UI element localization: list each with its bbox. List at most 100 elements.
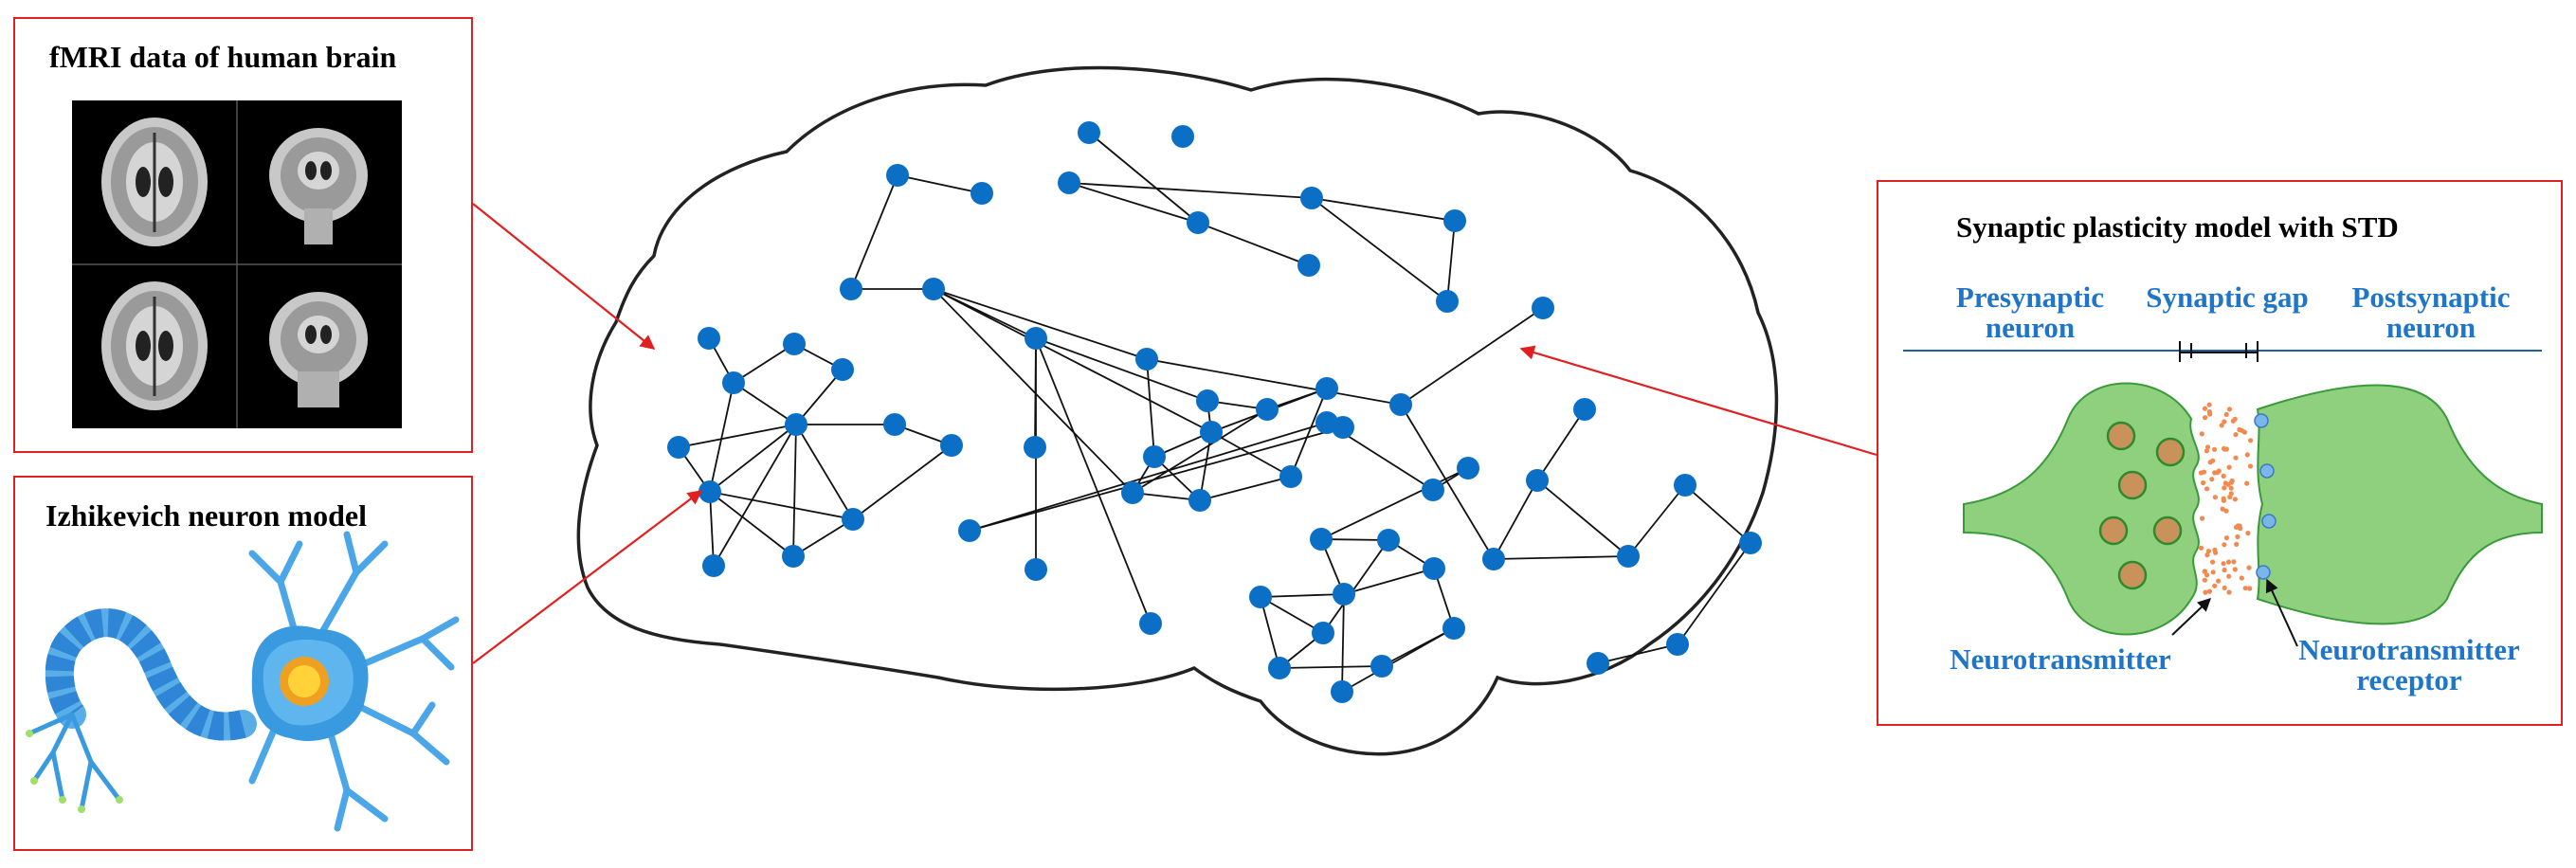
neurotransmitter-dot: [2204, 486, 2210, 492]
network-node: [1200, 421, 1223, 443]
network-edge: [1199, 476, 1292, 501]
network-node: [1256, 398, 1279, 421]
network-edge: [1260, 596, 1280, 669]
neurotransmitter-dot: [2221, 561, 2226, 567]
network-edge: [709, 491, 854, 520]
neurotransmitter-dot: [2207, 460, 2213, 465]
network-edge: [678, 424, 797, 448]
neurotransmitter-dot: [2222, 446, 2228, 452]
network-edge: [795, 369, 844, 425]
neurotransmitter-dot: [2247, 463, 2254, 469]
network-node: [1457, 457, 1479, 479]
neurotransmitter-dot: [2222, 419, 2227, 425]
axial-slice-bottom: [101, 281, 208, 410]
neurotransmitter-dot: [2225, 481, 2231, 487]
neurotransmitter-dot: [2223, 508, 2229, 514]
neurotransmitter-dot: [2235, 533, 2240, 540]
neurotransmitter-dot: [2223, 411, 2229, 417]
network-node: [831, 358, 854, 381]
synaptic-gap-label: Synaptic gap: [2146, 280, 2309, 314]
network-edge: [1536, 408, 1586, 481]
network-node: [1315, 377, 1338, 400]
neurotransmitter-dot: [2229, 478, 2235, 483]
neurotransmitter-dot: [2199, 431, 2204, 437]
network-node: [1526, 469, 1549, 492]
network-edge: [1400, 307, 1544, 406]
neurotransmitter-dot: [2205, 549, 2211, 554]
fmri-panel: fMRI data of human brain: [13, 17, 473, 453]
neurotransmitter-dot: [2226, 407, 2233, 412]
network-node: [698, 480, 721, 503]
network-edge: [897, 174, 983, 194]
network-edge: [1035, 337, 1152, 624]
synaptic-title: Synaptic plasticity model with STD: [1956, 210, 2399, 244]
network-node: [1573, 398, 1596, 421]
synaptic-plasticity-panel: Synaptic plasticity model with STD Presy…: [1877, 180, 2563, 726]
network-node: [1310, 528, 1333, 551]
network-node: [1423, 557, 1445, 580]
neurotransmitter-dot: [2222, 567, 2227, 573]
network-node: [1139, 612, 1162, 635]
network-node: [1297, 254, 1320, 277]
network-edge: [933, 288, 1134, 494]
network-node: [785, 413, 807, 436]
network-node: [1300, 187, 1323, 209]
network-node: [840, 278, 862, 300]
neurotransmitter-dot: [2235, 523, 2240, 529]
network-node: [1617, 545, 1640, 568]
neurotransmitter-dot: [2198, 545, 2204, 551]
network-node: [1436, 290, 1459, 313]
coronal-slice-top: [269, 128, 368, 244]
neurotransmitter-dot: [2212, 495, 2218, 500]
network-edge: [1320, 467, 1469, 540]
network-node: [1482, 548, 1505, 570]
neurotransmitter-dot: [2202, 577, 2207, 583]
network-edge: [1279, 665, 1383, 669]
network-edge: [1068, 182, 1199, 224]
neurotransmitter-dot: [2204, 448, 2209, 454]
network-edge: [1035, 337, 1208, 402]
neurotransmitter-dot: [2209, 477, 2215, 482]
network-node: [886, 164, 909, 187]
neurotransmitter-dot: [2223, 535, 2229, 541]
neurotransmitter-dot: [2201, 469, 2207, 475]
network-edge: [709, 491, 794, 557]
network-node: [667, 436, 690, 459]
network-node: [782, 545, 805, 568]
network-node: [1442, 617, 1465, 640]
network-node: [1196, 389, 1219, 412]
network-node: [1532, 297, 1554, 319]
network-edge: [1493, 479, 1538, 560]
network-node: [1078, 121, 1100, 144]
network-node: [1135, 348, 1158, 371]
neurotransmitter-dot: [2203, 415, 2208, 421]
neurotransmitter-dot: [2201, 479, 2206, 486]
neurotransmitter-dot: [2203, 589, 2208, 595]
network-edge: [1199, 431, 1212, 501]
network-edge: [1627, 484, 1686, 557]
neurotransmitter-dot: [2225, 559, 2232, 565]
neurotransmitter-dot: [2219, 423, 2224, 428]
network-node: [1389, 393, 1412, 416]
network-node: [1587, 652, 1609, 675]
neurotransmitter-dot: [2233, 455, 2239, 461]
neurotransmitter-dot: [2226, 573, 2232, 579]
neurotransmitter-dot: [2233, 432, 2239, 438]
network-node: [702, 554, 725, 577]
network-node: [1025, 558, 1047, 581]
network-edge: [1088, 132, 1199, 224]
neurotransmitter-dot: [2212, 583, 2218, 588]
neurotransmitter-dot: [2230, 418, 2236, 424]
neurotransmitter-dot: [2231, 559, 2237, 565]
neurotransmitter-dot: [2244, 480, 2250, 486]
neurotransmitter-dot: [2222, 542, 2227, 548]
network-edge: [969, 422, 1328, 532]
network-edge: [1146, 358, 1155, 458]
neurotransmitter-dot: [2232, 567, 2238, 572]
network-node: [1249, 586, 1272, 608]
network-edge: [1197, 222, 1310, 266]
network-edge: [1260, 596, 1324, 634]
network-node: [1422, 479, 1444, 501]
network-edge: [1341, 627, 1455, 693]
